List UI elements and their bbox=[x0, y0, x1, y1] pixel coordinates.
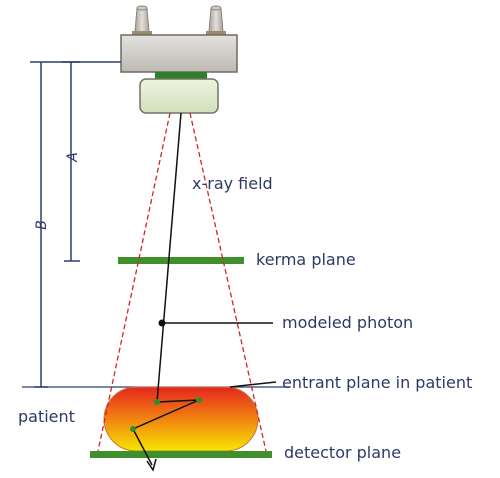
collimator-icon bbox=[139, 78, 219, 114]
photon-arrow-icon bbox=[146, 458, 157, 472]
kerma-plane-bar bbox=[118, 257, 244, 264]
dimension-lines bbox=[22, 61, 290, 388]
detector-plane-label: detector plane bbox=[284, 443, 402, 462]
patient-phantom bbox=[103, 386, 259, 452]
kerma-plane-label: kerma plane bbox=[256, 250, 356, 269]
xray-tube-icon bbox=[120, 5, 238, 79]
photon-point bbox=[158, 319, 166, 327]
modeled-photon-label: modeled photon bbox=[282, 313, 414, 332]
xray-field-label: x-ray field bbox=[192, 174, 273, 193]
interaction-point bbox=[154, 399, 160, 405]
detector-plane-bar bbox=[90, 451, 272, 458]
dimension-a-label: A bbox=[64, 152, 81, 162]
dimension-b-label: B bbox=[33, 220, 50, 230]
beam-edges bbox=[97, 112, 267, 452]
entrant-plane-label: entrant plane in patient bbox=[282, 373, 473, 392]
interaction-point bbox=[196, 397, 202, 403]
interaction-point bbox=[130, 426, 136, 432]
patient-label: patient bbox=[18, 407, 75, 426]
photon-path bbox=[131, 112, 277, 466]
